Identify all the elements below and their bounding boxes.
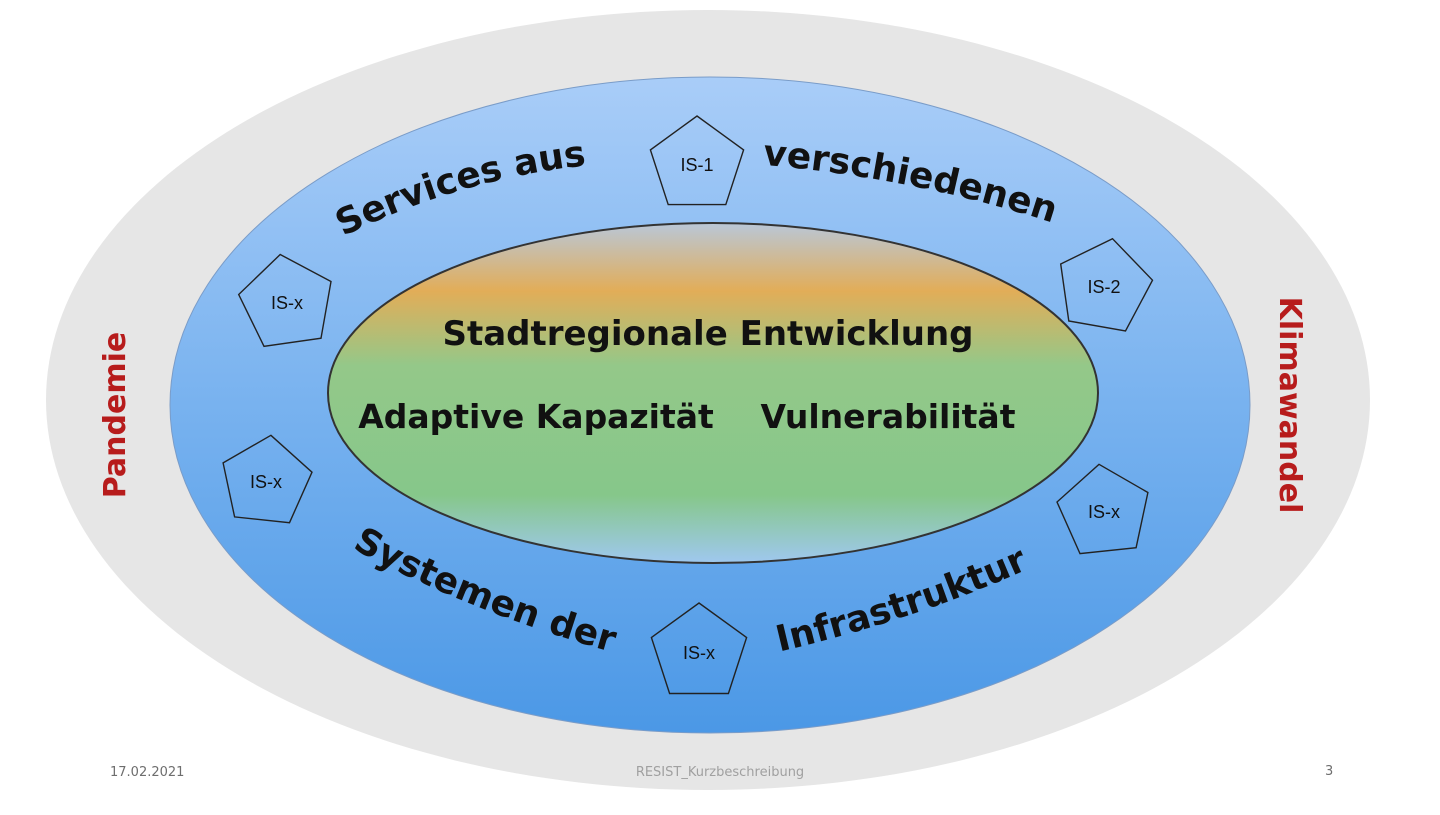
pentagon-label: IS-x bbox=[250, 472, 282, 492]
footer-document-name: RESIST_Kurzbeschreibung bbox=[635, 765, 805, 780]
pentagon-is-1: IS-1 bbox=[649, 115, 745, 206]
pentagon-shape bbox=[237, 253, 332, 348]
outer-right-label: Klimawandel bbox=[1272, 297, 1307, 514]
pentagon-is-3: IS-x bbox=[237, 253, 332, 348]
pentagon-label: IS-x bbox=[271, 293, 303, 313]
core-title: Stadtregionale Entwicklung bbox=[442, 314, 973, 354]
pentagon-shape bbox=[222, 434, 313, 524]
pentagon-is-6: IS-x bbox=[650, 602, 748, 695]
pentagon-shape bbox=[1056, 463, 1149, 555]
pentagon-label: IS-x bbox=[683, 643, 715, 663]
core-right-label: Vulnerabilität bbox=[761, 397, 1016, 436]
pentagon-shape bbox=[649, 115, 745, 206]
outer-left-label: Pandemie bbox=[98, 332, 133, 499]
pentagon-label: IS-1 bbox=[680, 155, 713, 175]
core-ellipse bbox=[327, 222, 1099, 564]
pentagon-is-4: IS-x bbox=[222, 434, 313, 524]
pentagon-label: IS-2 bbox=[1087, 277, 1120, 297]
pentagon-is-2: IS-2 bbox=[1059, 237, 1154, 332]
core-left-label: Adaptive Kapazität bbox=[358, 397, 714, 436]
infrastructure-systems: IS-1IS-2IS-xIS-xIS-xIS-x bbox=[222, 115, 1154, 695]
pentagon-is-5: IS-x bbox=[1056, 463, 1149, 555]
pentagon-label: IS-x bbox=[1088, 502, 1120, 522]
footer-page-number: 3 bbox=[1325, 764, 1334, 779]
pentagon-shape bbox=[650, 602, 748, 695]
pentagon-shape bbox=[1059, 237, 1154, 332]
footer-date: 17.02.2021 bbox=[110, 765, 185, 780]
